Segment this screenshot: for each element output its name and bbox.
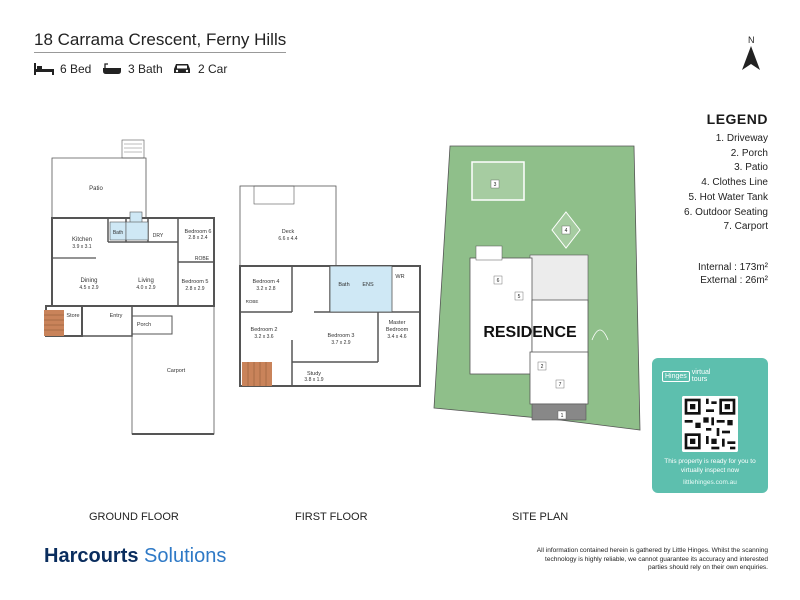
- virtual-tour-card[interactable]: Hinges virtual tours This property is re…: [652, 358, 768, 493]
- internal-area: Internal : 173m²: [697, 262, 768, 273]
- gf-robe-label: ROBE: [195, 256, 210, 262]
- gf-bed6-label: Bedroom 6: [185, 229, 212, 235]
- property-title: 18 Carrama Crescent, Ferny Hills: [34, 30, 287, 49]
- car-feature: 2 Car: [172, 62, 227, 76]
- bed-feature: 6 Bed: [34, 62, 91, 76]
- ff-ens-label: ENS: [362, 282, 374, 288]
- gf-dining-dim: 4.5 x 2.9: [79, 285, 98, 291]
- ff-bed2-dim: 3.2 x 3.6: [254, 334, 273, 340]
- title-divider: [34, 52, 286, 53]
- legend: LEGEND 1. Driveway 2. Porch 3. Patio 4. …: [684, 111, 768, 235]
- bath-count: 3 Bath: [128, 62, 163, 76]
- ff-bath-label: Bath: [338, 282, 349, 288]
- car-count: 2 Car: [198, 62, 228, 76]
- gf-dry-label: DRY: [153, 233, 164, 239]
- gf-living-dim: 4.0 x 2.9: [136, 285, 155, 291]
- ff-wr-label: WR: [395, 274, 404, 280]
- legend-item: 5. Hot Water Tank: [688, 191, 768, 203]
- gf-kitchen-dim: 3.9 x 3.1: [72, 244, 91, 250]
- gf-store-label: Store: [66, 313, 79, 319]
- brand-bold: Harcourts: [44, 545, 139, 567]
- virtual-tour-message: This property is ready for you to virtua…: [664, 458, 756, 474]
- ff-bed4-dim: 3.2 x 2.8: [256, 286, 275, 292]
- bed-icon: [34, 63, 54, 75]
- gf-living-label: Living: [138, 278, 154, 284]
- residence-block: [469, 257, 533, 375]
- bath-feature: 3 Bath: [102, 62, 163, 76]
- site-marker-5: 5: [518, 294, 521, 300]
- ff-bed4-label: Bedroom 4: [253, 279, 280, 285]
- virtual-text: virtual: [691, 369, 711, 376]
- site-marker-1: 1: [561, 413, 564, 419]
- gf-bed5-dim: 2.8 x 2.9: [185, 286, 204, 292]
- ff-bed3-label: Bedroom 3: [328, 333, 355, 339]
- site-marker-7: 7: [559, 382, 562, 388]
- gf-patio-label: Patio: [89, 186, 103, 192]
- ff-bed2-label: Bedroom 2: [251, 327, 278, 333]
- site-marker-4: 4: [565, 228, 568, 234]
- gf-bed6-dim: 2.8 x 2.4: [188, 235, 207, 241]
- bed-count: 6 Bed: [60, 62, 92, 76]
- legend-item: 2. Porch: [730, 147, 768, 159]
- ff-master-dim: 3.4 x 4.6: [387, 334, 406, 340]
- north-label: N: [748, 35, 755, 45]
- legend-item: 1. Driveway: [715, 133, 768, 144]
- ff-bed3-dim: 3.7 x 2.9: [331, 340, 350, 346]
- ff-master-label-2: Bedroom: [386, 327, 409, 333]
- harcourts-logo: Harcourts Solutions: [44, 545, 226, 568]
- gf-kitchen-label: Kitchen: [72, 237, 92, 243]
- site-plan: [433, 145, 641, 431]
- ff-study-dim: 3.8 x 1.9: [304, 377, 323, 383]
- legend-item: 6. Outdoor Seating: [684, 206, 768, 218]
- gf-dining-label: Dining: [80, 278, 97, 284]
- gf-entry-label: Entry: [110, 313, 123, 319]
- site-marker-2: 2: [541, 364, 544, 370]
- ff-robe-label: ROBE: [246, 299, 259, 304]
- legend-item: 4. Clothes Line: [701, 177, 768, 189]
- gf-bath-label: Bath: [113, 230, 124, 236]
- gf-bed5-label: Bedroom 5: [182, 279, 209, 285]
- site-marker-3: 3: [494, 182, 497, 188]
- disclaimer: All information contained herein is gath…: [536, 547, 768, 572]
- gf-carport-label: Carport: [167, 368, 186, 374]
- ground-floor-label: GROUND FLOOR: [89, 511, 179, 523]
- ff-deck-label: Deck: [282, 229, 295, 235]
- hinges-logo-text: Hinges: [662, 370, 690, 382]
- bath-icon: [103, 63, 121, 74]
- car-icon: [174, 64, 190, 73]
- brand-light: Solutions: [144, 545, 227, 567]
- virtual-tour-url[interactable]: littlehinges.com.au: [683, 479, 737, 486]
- legend-item: 3. Patio: [734, 162, 768, 174]
- ground-stairs: [44, 310, 64, 336]
- site-plan-label: SITE PLAN: [512, 511, 569, 523]
- virtual-tours-logo: Hinges virtual tours: [662, 369, 720, 387]
- area-summary: Internal : 173m² External : 26m²: [698, 261, 768, 287]
- site-marker-6: 6: [497, 278, 500, 284]
- first-floor-stairs: [242, 362, 272, 386]
- qr-code-icon[interactable]: [682, 396, 738, 452]
- legend-title: LEGEND: [706, 111, 768, 127]
- ff-deck-dim: 6.6 x 4.4: [278, 236, 297, 242]
- ff-master-label: Master: [389, 320, 406, 326]
- gf-porch-label: Porch: [137, 322, 151, 328]
- north-arrow-icon: N: [742, 35, 760, 70]
- ff-study-label: Study: [307, 371, 321, 377]
- residence-label: RESIDENCE: [483, 324, 577, 341]
- tours-text: tours: [691, 376, 708, 383]
- legend-item: 7. Carport: [723, 221, 768, 233]
- external-area: External : 26m²: [700, 275, 768, 286]
- first-floor-label: FIRST FLOOR: [295, 511, 368, 523]
